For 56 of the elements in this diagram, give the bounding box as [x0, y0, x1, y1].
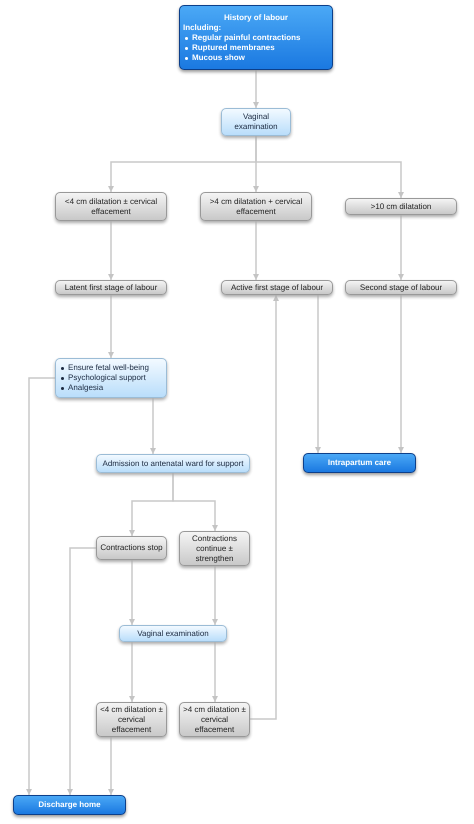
action-box	[119, 625, 227, 642]
arrow	[212, 642, 218, 702]
arrow	[250, 295, 279, 720]
process-box	[55, 280, 167, 295]
process-box	[221, 280, 333, 295]
arrow	[108, 737, 114, 795]
arrow	[255, 136, 404, 198]
bullet-item: Analgesia	[59, 383, 104, 393]
node-text: >4 cm dilatation + cervical effacement	[208, 196, 304, 216]
arrow	[108, 221, 114, 280]
highlight-box	[13, 795, 126, 815]
node-text: <4 cm dilatation ± cervical effacement	[64, 196, 158, 216]
node-text: History of labour	[224, 12, 288, 22]
node-text: Latent first stage of labour	[64, 282, 158, 292]
node-text: Intrapartum care	[328, 458, 392, 468]
arrow	[67, 547, 96, 795]
node-text: Discharge home	[38, 800, 101, 810]
action-box	[221, 108, 291, 136]
arrow	[108, 295, 114, 358]
node-text: Including:	[183, 22, 222, 32]
process-box	[200, 192, 312, 221]
bullet-item: Ensure fetal well-being	[59, 363, 149, 373]
highlight-box	[179, 5, 333, 70]
node-text: Vaginal examination	[137, 628, 209, 638]
highlight-box	[303, 453, 416, 473]
node-text: Vaginal examination	[233, 112, 279, 132]
arrow	[26, 377, 55, 795]
arrow	[398, 295, 404, 453]
arrow	[253, 70, 259, 108]
arrow	[315, 295, 321, 453]
arrow	[150, 398, 156, 454]
node-text: Admission to antenatal ward for support	[102, 458, 244, 468]
arrow	[253, 221, 259, 280]
arrow	[172, 473, 218, 531]
arrow	[129, 642, 135, 702]
process-box	[96, 536, 167, 560]
node-text: >10 cm dilatation	[370, 202, 432, 212]
action-box	[55, 358, 167, 398]
process-box	[179, 531, 250, 566]
bullet-item: Regular painful contractions	[183, 32, 300, 42]
process-box	[345, 198, 457, 215]
arrow	[212, 566, 218, 625]
process-box	[55, 192, 167, 221]
arrow	[398, 215, 404, 280]
bullet-item: Psychological support	[59, 373, 146, 383]
node-text: Active first stage of labour	[230, 282, 324, 292]
node-text: Second stage of labour	[360, 282, 442, 292]
node-text: >4 cm dilatation ± cervical effacement	[183, 704, 246, 734]
action-box	[96, 454, 250, 473]
process-box	[345, 280, 457, 295]
node-text: Contractions continue ± strengthen	[191, 534, 238, 564]
node-text: <4 cm dilatation ± cervical effacement	[100, 704, 163, 734]
arrow	[129, 560, 135, 625]
bullet-item: Ruptured membranes	[183, 42, 275, 52]
node-text: Contractions stop	[100, 543, 163, 553]
bullet-item: Mucous show	[183, 52, 245, 62]
